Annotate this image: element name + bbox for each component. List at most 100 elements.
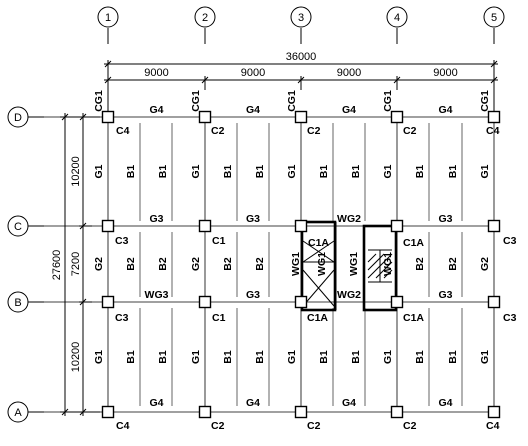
column-D5 <box>487 110 501 124</box>
column-C5 <box>487 219 501 233</box>
column-label: C1A <box>307 312 328 324</box>
beam-label-vertical: G1 <box>286 164 298 178</box>
column-A3 <box>294 405 308 419</box>
beam-label-vertical: G2 <box>190 257 202 271</box>
axis-label-D: D <box>14 112 22 124</box>
beam-label-C: G3 <box>149 213 163 225</box>
beam-label-D: G4 <box>342 104 356 116</box>
beam-label-B: WG3 <box>145 289 169 301</box>
column-label-top: CG1 <box>190 90 202 112</box>
secondary-beam-label: B1 <box>254 350 266 364</box>
axis-label-1: 1 <box>105 12 111 24</box>
column-label: C2 <box>307 420 321 432</box>
bay-x-dimension: 9000 <box>241 67 265 79</box>
beam-label-B: G3 <box>438 289 452 301</box>
column-D4 <box>390 110 404 124</box>
secondary-beam-label: B2 <box>125 257 137 271</box>
axis-bubble-1 <box>97 6 119 28</box>
beam-label-vertical: WG1 <box>382 252 394 276</box>
stair-core <box>362 224 398 312</box>
secondary-beam-label: B1 <box>222 165 234 179</box>
column-C1 <box>101 219 115 233</box>
axis-label-3: 3 <box>298 12 304 24</box>
overall-y-dimension: 27600 <box>51 250 63 281</box>
bay-x-dimension: 9000 <box>433 67 457 79</box>
beam-label-D: G4 <box>246 104 260 116</box>
axis-label-C: C <box>14 221 22 233</box>
axis-bubble-3 <box>290 6 312 28</box>
overall-x-dimension: 36000 <box>286 51 317 63</box>
column-C2 <box>198 219 212 233</box>
secondary-beam-label: B2 <box>222 257 234 271</box>
column-label: C3 <box>115 235 129 247</box>
secondary-beam-label: B1 <box>414 350 426 364</box>
column-label-top: CG1 <box>286 90 298 112</box>
axis-label-B: B <box>14 297 21 309</box>
beam-label-B: G3 <box>246 289 260 301</box>
axis-bubble-A <box>7 401 29 423</box>
axis-bubble-4 <box>386 6 408 28</box>
secondary-beam-label: B1 <box>254 165 266 179</box>
beam-label-C: G3 <box>246 213 260 225</box>
beam-label-vertical: G1 <box>190 350 202 364</box>
column-label: C2 <box>211 420 225 432</box>
bay-x-dimension: 9000 <box>337 67 361 79</box>
beam-label-D: G4 <box>438 104 452 116</box>
secondary-beam-label: B2 <box>414 257 426 271</box>
column-label: C1A <box>403 312 424 324</box>
secondary-beam-label: B2 <box>254 257 266 271</box>
column-C3 <box>294 219 308 233</box>
column-D1 <box>101 110 115 124</box>
beam-label-A: G4 <box>342 397 356 409</box>
axis-label-4: 4 <box>394 12 400 24</box>
bay-x-dimension: 9000 <box>144 67 168 79</box>
secondary-beam-label: WG1 <box>348 252 360 276</box>
beam-label-vertical: G1 <box>190 164 202 178</box>
column-label: C1 <box>212 235 226 247</box>
secondary-beam-label: B1 <box>222 350 234 364</box>
column-label: C4 <box>116 420 130 432</box>
secondary-beam-label: B1 <box>447 350 459 364</box>
column-label: C3 <box>503 312 517 324</box>
axis-bubble-D <box>7 106 29 128</box>
beam-label-vertical: G2 <box>93 257 105 271</box>
beam-label-B: WG2 <box>337 289 361 301</box>
column-A5 <box>487 405 501 419</box>
secondary-beam-label: B1 <box>350 165 362 179</box>
beam-label-A: G4 <box>149 397 163 409</box>
column-label: C2 <box>307 125 321 137</box>
column-label-top: CG1 <box>479 90 491 112</box>
bay-y-dimension: 7200 <box>70 252 82 276</box>
axis-bubble-C <box>7 215 29 237</box>
axis-label-2: 2 <box>202 12 208 24</box>
bay-y-dimension: 10200 <box>70 156 82 187</box>
secondary-beam-label: B1 <box>125 350 137 364</box>
column-label: C1A <box>403 237 424 249</box>
column-B5 <box>487 295 501 309</box>
secondary-beam-label: B2 <box>447 257 459 271</box>
elevator-shaft <box>300 220 337 312</box>
beam-label-vertical: G1 <box>382 164 394 178</box>
column-label: C1 <box>212 312 226 324</box>
secondary-beam-label: B1 <box>157 350 169 364</box>
column-A1 <box>101 405 115 419</box>
column-D3 <box>294 110 308 124</box>
column-B4 <box>390 295 404 309</box>
column-label: C2 <box>403 125 417 137</box>
plan-static <box>28 28 500 418</box>
secondary-beam-label: WG1 <box>316 252 328 276</box>
column-label-top: CG1 <box>382 90 394 112</box>
column-B2 <box>198 295 212 309</box>
column-A4 <box>390 405 404 419</box>
axis-bubble-B <box>7 291 29 313</box>
column-label: C4 <box>486 125 500 137</box>
beam-label-vertical: WG1 <box>290 252 302 276</box>
column-label: C2 <box>211 125 225 137</box>
secondary-beam-label: B1 <box>318 350 330 364</box>
beam-label-A: G4 <box>246 397 260 409</box>
column-B1 <box>101 295 115 309</box>
column-D2 <box>198 110 212 124</box>
axis-label-A: A <box>14 407 22 419</box>
